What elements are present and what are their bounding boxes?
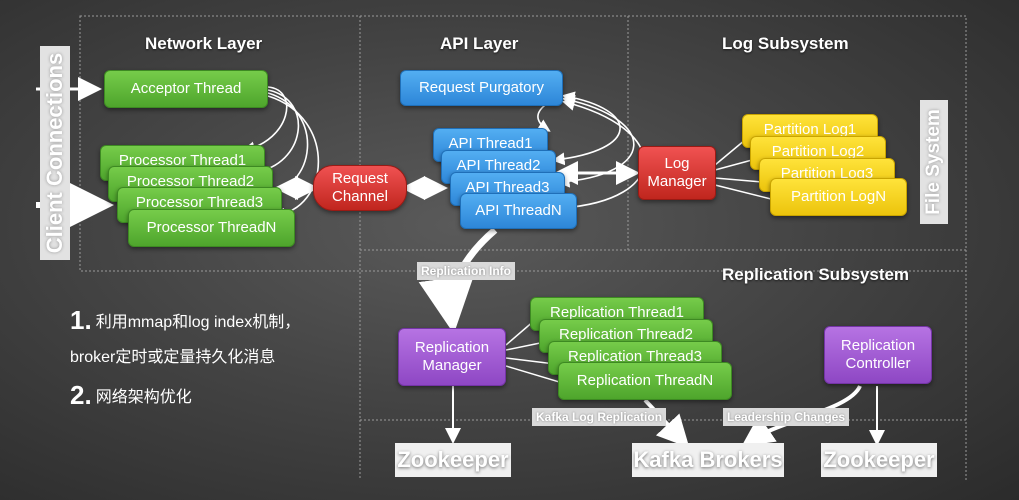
api-layer-title: API Layer [440,34,519,53]
leadership-changes-tag: Leadership Changes [723,408,850,426]
acceptor-thread: Acceptor Thread [104,70,268,108]
replication-manager: Replication Manager [398,328,506,386]
zookeeper-right: Zookeeper [821,443,937,477]
partition-log-n: Partition LogN [770,178,907,216]
log-to-partition-lines [714,139,776,201]
note-1-line-2: broker定时或定量持久化消息 [70,349,276,366]
api-thread-n: API ThreadN [460,193,577,229]
note-2: 2.网络架构优化 [70,380,192,410]
replication-controller: Replication Controller [824,326,932,384]
file-system-label: File System [920,100,948,224]
request-channel: Request Channel [313,165,407,211]
kafka-brokers: Kafka Brokers [632,443,784,477]
note-1-line-1: 1.利用mmap和log index机制， [70,305,301,335]
section-borders [79,15,967,480]
network-layer-title: Network Layer [145,34,263,53]
request-purgatory: Request Purgatory [400,70,563,106]
replication-info-tag: Replication Info [417,262,515,280]
zookeeper-left: Zookeeper [395,443,511,477]
replication-subsystem-title: Replication Subsystem [722,265,910,284]
client-connections-label: Client Connections [40,46,70,260]
log-subsystem-title: Log Subsystem [722,34,849,53]
replication-thread-n: Replication ThreadN [558,362,732,400]
kafka-log-replication-tag: Kafka Log Replication [532,408,667,426]
log-manager: Log Manager [638,146,716,200]
processor-thread-n: Processor ThreadN [128,209,295,247]
